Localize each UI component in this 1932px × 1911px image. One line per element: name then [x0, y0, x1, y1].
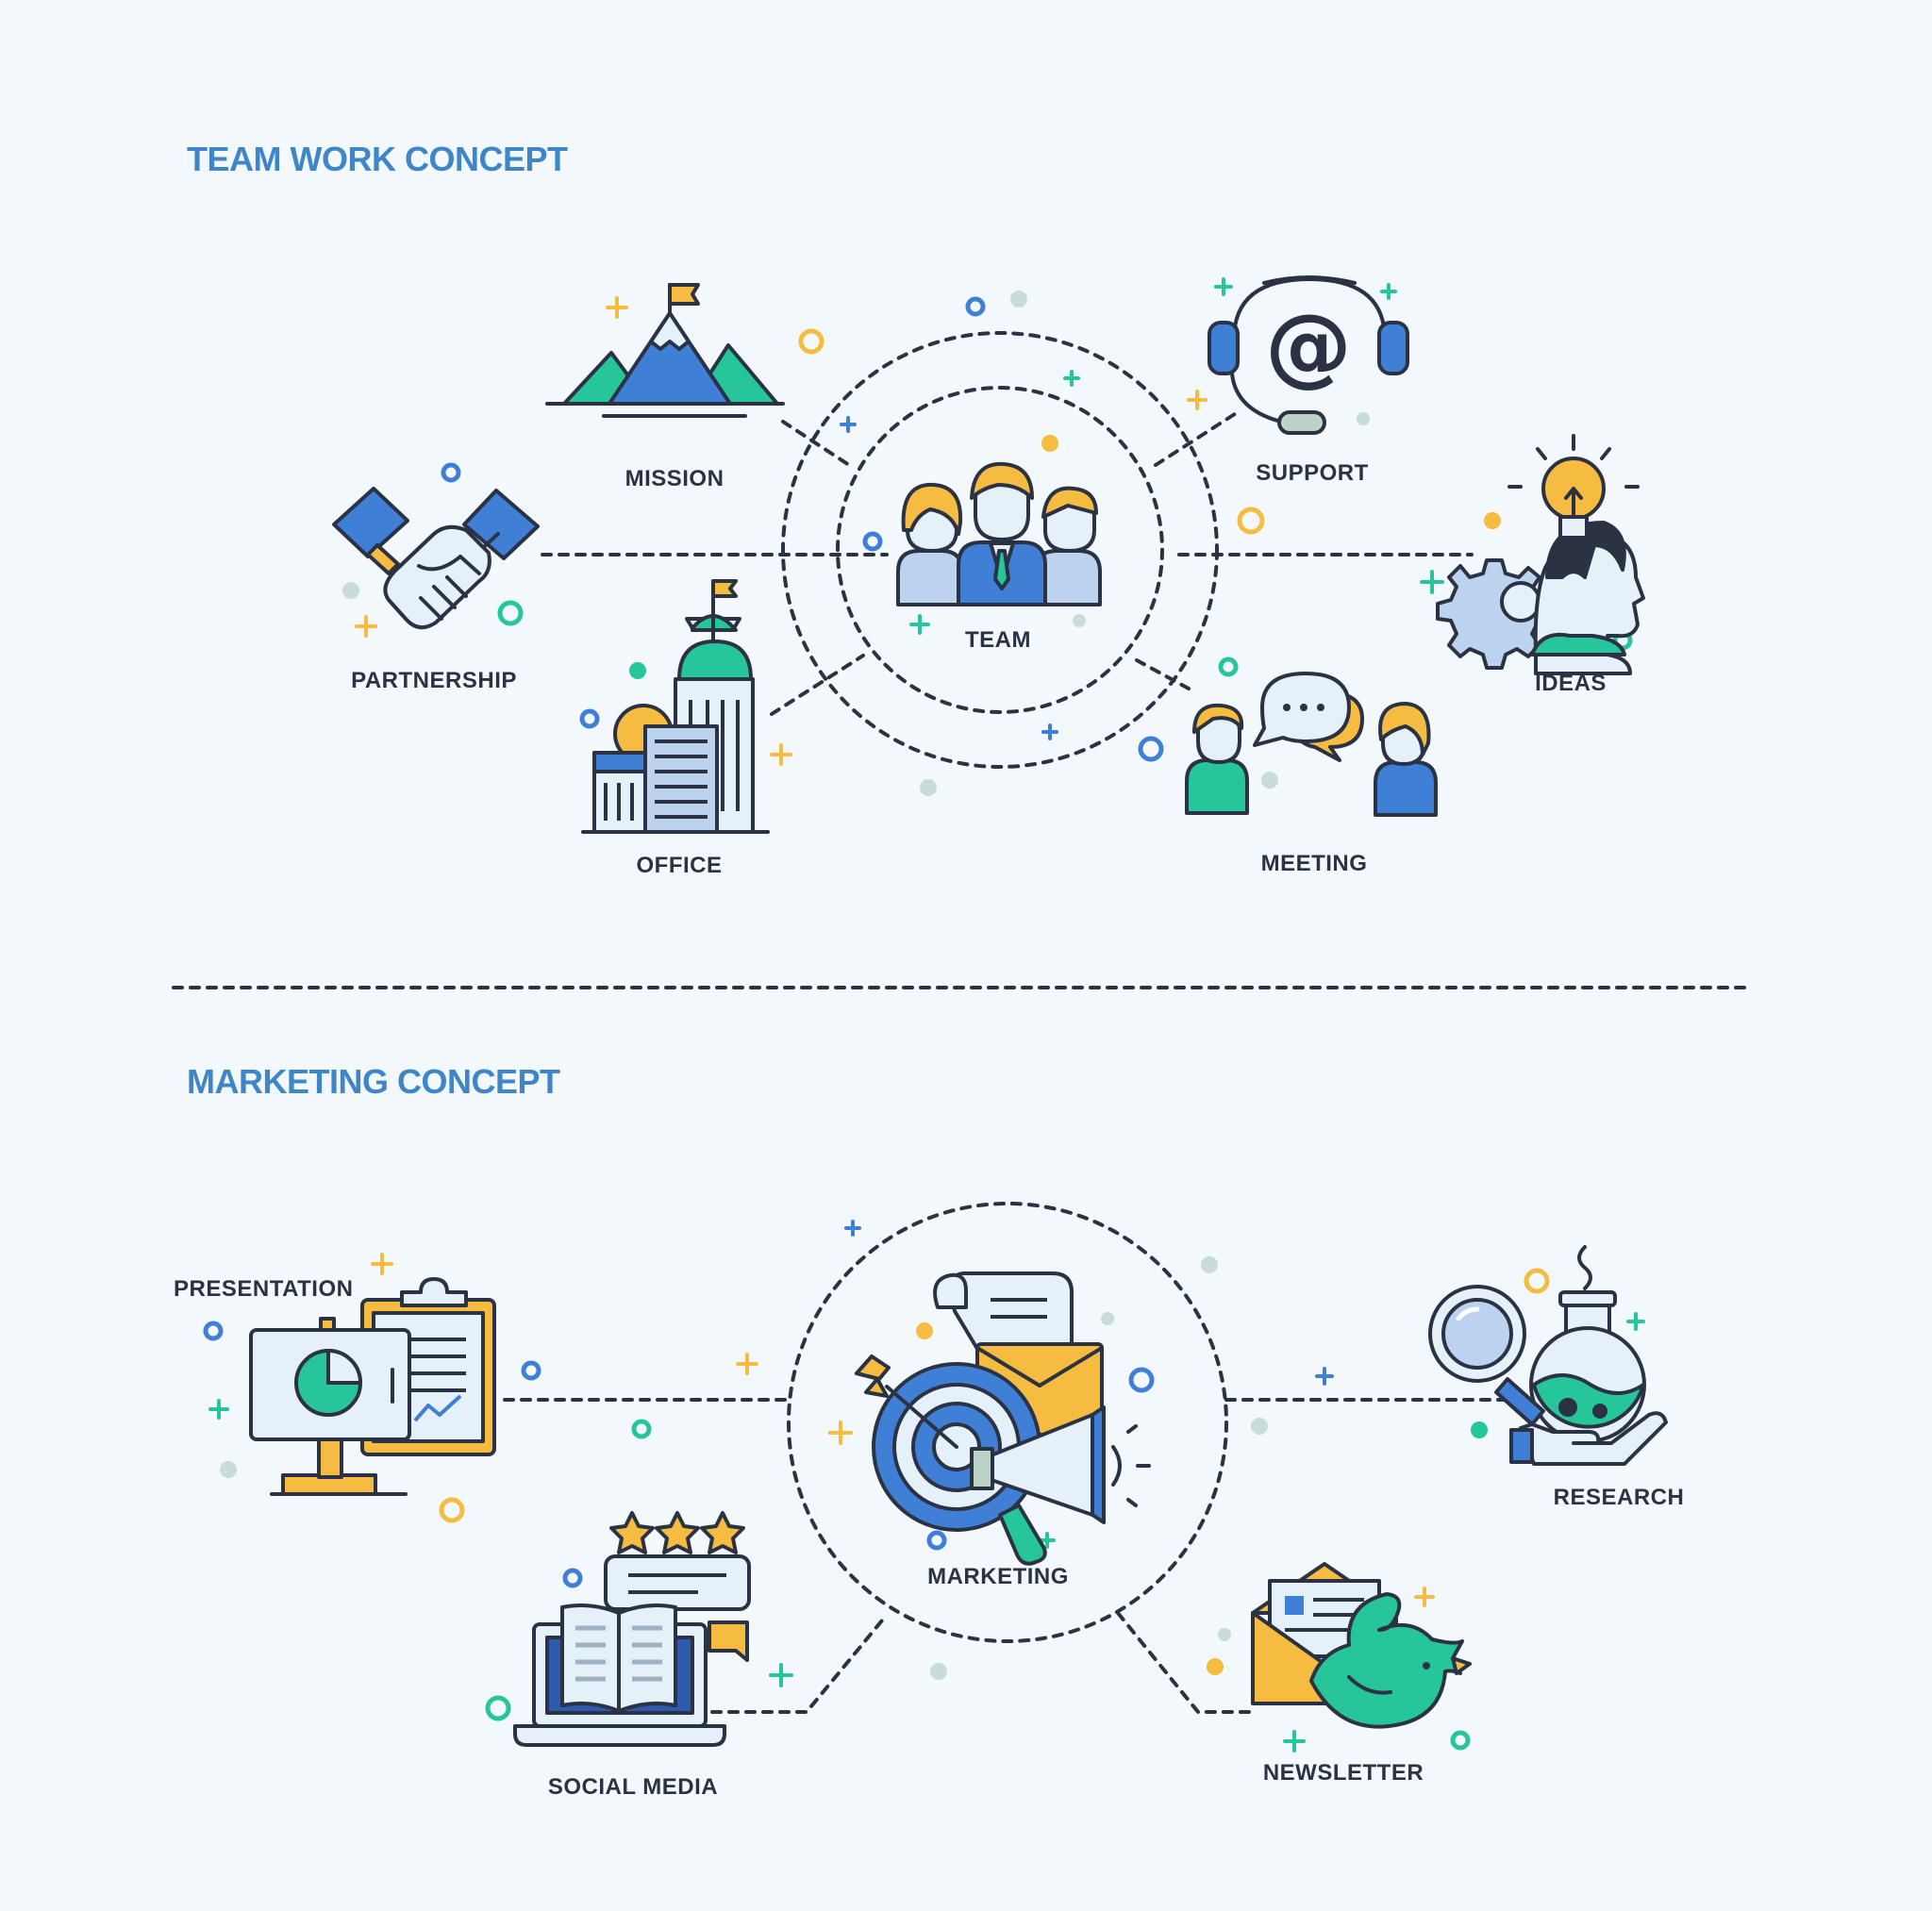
deco-dot — [1218, 1628, 1231, 1641]
deco-dot — [1041, 435, 1058, 452]
deco-ring — [1237, 507, 1265, 535]
connector-support — [1154, 408, 1242, 467]
lightbulb-head-gear-icon — [1436, 434, 1645, 675]
deco-plus — [1420, 570, 1444, 594]
label-mission: MISSION — [625, 466, 724, 491]
deco-dot — [1261, 772, 1278, 789]
mountain-flag-icon — [545, 283, 785, 418]
deco-plus — [606, 296, 628, 319]
deco-dot — [1471, 1421, 1488, 1438]
deco-ring — [1138, 736, 1164, 762]
envelope-bird-icon — [1251, 1562, 1472, 1729]
deco-dot — [916, 1322, 933, 1339]
deco-plus — [1187, 390, 1208, 410]
deco-ring — [1450, 1730, 1471, 1751]
label-marketing: MARKETING — [927, 1564, 1069, 1589]
deco-dot — [1207, 1658, 1224, 1675]
section-title-marketing: MARKETING CONCEPT — [187, 1062, 560, 1101]
connector-office — [770, 654, 865, 716]
marketing-connectors — [503, 1202, 1511, 1714]
deco-ring — [798, 328, 824, 355]
deco-ring — [1128, 1367, 1155, 1393]
deco-plus — [770, 743, 792, 766]
label-team: TEAM — [965, 627, 1031, 653]
label-research: RESEARCH — [1553, 1485, 1685, 1510]
deco-plus — [355, 615, 377, 638]
deco-ring — [497, 600, 524, 626]
deco-dot — [342, 582, 359, 599]
label-social-media: SOCIAL MEDIA — [547, 1774, 719, 1800]
decorations — [203, 277, 1645, 1753]
marketing-orbit — [787, 1202, 1228, 1643]
deco-plus — [1626, 1312, 1645, 1331]
deco-ring — [965, 296, 986, 317]
deco-ring — [203, 1321, 224, 1341]
deco-plus — [909, 614, 930, 635]
label-presentation: PRESENTATION — [174, 1276, 354, 1302]
deco-dot — [920, 779, 937, 796]
deco-plus — [371, 1253, 393, 1275]
team-people-icon — [896, 461, 1102, 607]
label-office: OFFICE — [636, 853, 723, 878]
deco-dot — [1101, 1312, 1114, 1325]
magnifier-flask-icon — [1428, 1245, 1668, 1466]
deco-ring — [485, 1695, 511, 1721]
deco-dot — [1357, 412, 1370, 425]
presentation-board-icon — [249, 1277, 496, 1496]
deco-ring — [1524, 1268, 1550, 1294]
deco-ring — [579, 708, 600, 729]
connector-mission — [781, 420, 851, 467]
deco-ring — [926, 1530, 947, 1551]
deco-plus — [1283, 1730, 1306, 1753]
deco-dot — [220, 1461, 237, 1478]
svg-text:@: @ — [1265, 295, 1352, 396]
laptop-reviews-icon — [513, 1511, 751, 1747]
deco-plus — [1214, 277, 1233, 296]
section-title-team: TEAM WORK CONCEPT — [187, 140, 568, 178]
deco-plus — [736, 1353, 758, 1375]
deco-plus — [1380, 283, 1397, 300]
deco-dot — [1484, 512, 1501, 529]
deco-ring — [862, 531, 883, 552]
label-ideas: IDEAS — [1535, 671, 1607, 696]
deco-plus — [1041, 723, 1058, 740]
deco-ring — [1218, 656, 1239, 677]
office-buildings-icon — [581, 579, 770, 834]
handshake-icon — [332, 487, 540, 630]
team-connectors — [541, 331, 1474, 769]
deco-ring — [439, 1497, 465, 1523]
deco-plus — [1414, 1587, 1435, 1607]
connector-meeting — [1135, 658, 1191, 690]
deco-plus — [840, 416, 857, 433]
deco-dot — [930, 1663, 947, 1680]
deco-plus — [1063, 370, 1080, 387]
deco-plus — [828, 1421, 853, 1445]
deco-dot — [1073, 614, 1086, 627]
label-support: SUPPORT — [1256, 460, 1369, 486]
deco-ring — [631, 1419, 652, 1439]
meeting-people-chat-icon — [1185, 672, 1438, 817]
deco-plus — [208, 1399, 229, 1420]
deco-ring — [521, 1360, 541, 1381]
target-megaphone-icon — [855, 1271, 1151, 1566]
connector-newsletter — [1116, 1611, 1257, 1714]
deco-plus — [769, 1663, 793, 1687]
deco-dot — [1201, 1256, 1218, 1273]
team-orbit-inner — [836, 386, 1164, 714]
connector-social — [710, 1619, 884, 1714]
team-orbit-outer — [781, 331, 1219, 769]
deco-dot — [1251, 1418, 1268, 1435]
label-meeting: MEETING — [1260, 851, 1368, 876]
deco-ring — [441, 462, 461, 483]
headset-at-icon: @ — [1208, 275, 1409, 435]
deco-plus — [1039, 1532, 1056, 1549]
label-partnership: PARTNERSHIP — [351, 668, 517, 693]
label-newsletter: NEWSLETTER — [1262, 1760, 1424, 1786]
deco-plus — [844, 1220, 861, 1237]
deco-dot — [1010, 291, 1027, 307]
deco-plus — [1315, 1367, 1334, 1386]
deco-dot — [629, 662, 646, 679]
deco-ring — [562, 1568, 583, 1588]
